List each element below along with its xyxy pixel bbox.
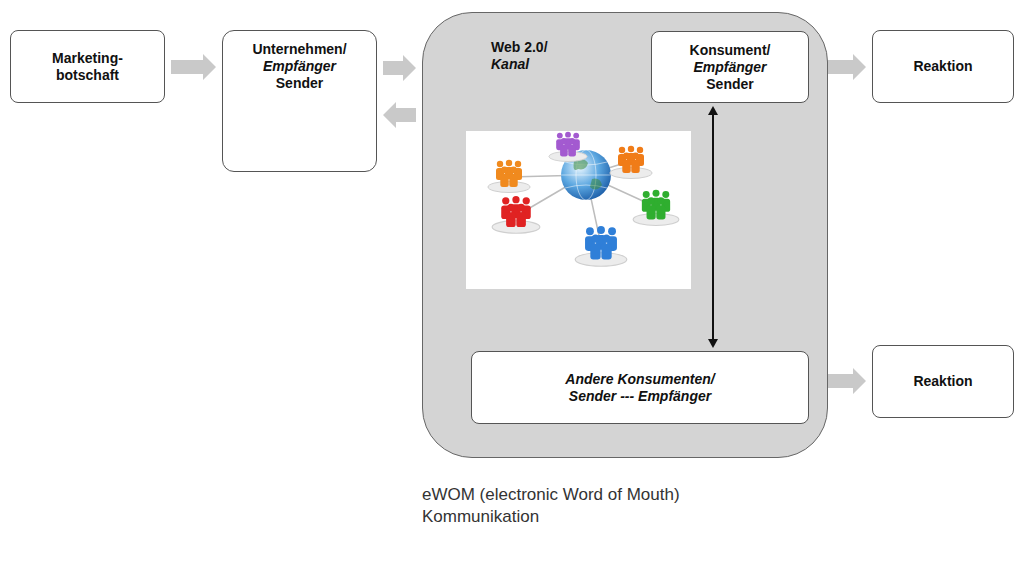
- box-label: Marketing- botschaft: [33, 50, 143, 84]
- box-label: Reaktion: [913, 58, 972, 75]
- box-label: Konsument/: [690, 42, 771, 59]
- channel-band: Web 2.0/KanalKonsument/EmpfängerSenderAn…: [422, 12, 828, 458]
- box-sublabel: Empfänger: [263, 58, 336, 75]
- box-sublabel: Empfänger: [693, 59, 766, 76]
- network-illustration: [466, 131, 691, 289]
- sender-box: Unternehmen/EmpfängerSender: [222, 30, 377, 172]
- box-sublabel: Kanal: [491, 56, 827, 73]
- block-arrow: [171, 54, 216, 80]
- box-label: Unternehmen/: [252, 41, 346, 58]
- box-sublabel: Sender: [276, 75, 323, 92]
- block-arrow: [383, 55, 416, 81]
- box-sublabel: Sender: [706, 76, 753, 93]
- reaction-box: Reaktion: [872, 345, 1014, 418]
- double-arrow: [708, 106, 718, 348]
- block-arrow: [383, 102, 416, 128]
- reaction-box: Reaktion: [872, 30, 1014, 103]
- consumers-box: Andere Konsumenten/ Sender --- Empfänger: [471, 351, 809, 424]
- caption: eWOM (electronic Word of Mouth) Kommunik…: [422, 484, 722, 528]
- consumer-box: Konsument/EmpfängerSender: [651, 31, 809, 103]
- message-box: Marketing- botschaft: [10, 30, 165, 103]
- box-label: Andere Konsumenten/ Sender --- Empfänger: [553, 371, 728, 405]
- box-label: Web 2.0/: [491, 39, 827, 56]
- box-label: Reaktion: [913, 373, 972, 390]
